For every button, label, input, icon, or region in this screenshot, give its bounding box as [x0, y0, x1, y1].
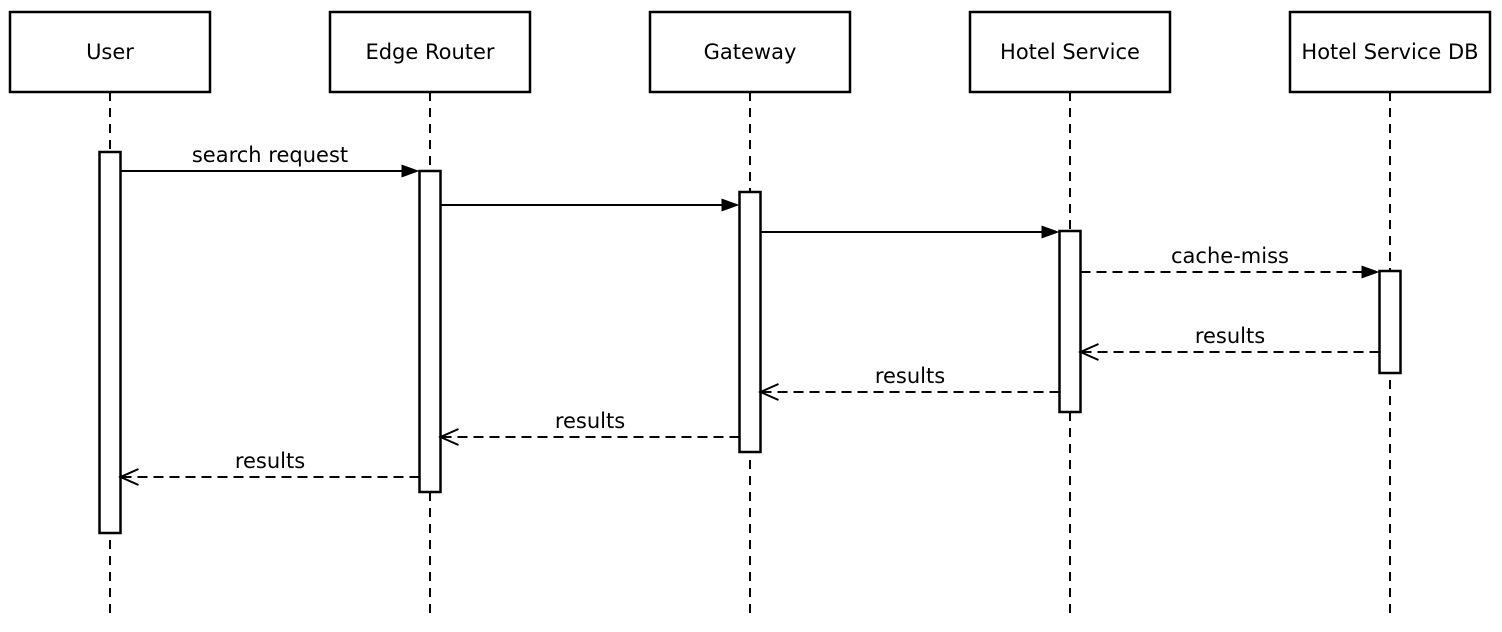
message-results: results [438, 409, 740, 446]
activation-bar-hotel-service-db [1378, 269, 1402, 375]
participant-label: Gateway [704, 40, 797, 64]
participant-user: User [8, 10, 212, 613]
message-label: results [875, 364, 945, 388]
participant-box [1288, 10, 1492, 94]
message-search-request: search request [120, 143, 420, 178]
message-label: results [1195, 324, 1265, 348]
participant-gateway: Gateway [648, 10, 852, 613]
message-label: search request [192, 143, 348, 167]
message-cache-miss: cache-miss [1080, 244, 1380, 279]
participant-label: Hotel Service [1000, 40, 1140, 64]
activation-bar-user [98, 150, 122, 535]
arrowhead-open-icon [758, 383, 779, 401]
arrowhead-filled-icon [401, 164, 420, 178]
message-label: results [235, 449, 305, 473]
message-results: results [1078, 324, 1380, 361]
participant-box [328, 10, 532, 94]
arrowhead-filled-icon [1041, 225, 1060, 239]
arrowhead-filled-icon [721, 198, 740, 212]
message-results: results [118, 449, 420, 486]
arrowhead-open-icon [1078, 343, 1099, 361]
message-results: results [758, 364, 1060, 401]
participant-box [8, 10, 212, 94]
participant-label: Edge Router [365, 40, 494, 64]
message-call-1 [440, 198, 740, 212]
participant-box [648, 10, 852, 94]
arrowhead-filled-icon [1361, 265, 1380, 279]
message-label: cache-miss [1171, 244, 1289, 268]
message-label: results [555, 409, 625, 433]
participant-hotel-service-db: Hotel Service DB [1288, 10, 1492, 613]
activation-bar-edge-router [418, 169, 442, 494]
participant-edge-router: Edge Router [328, 10, 532, 613]
participant-box [968, 10, 1172, 94]
participant-hotel-service: Hotel Service [968, 10, 1172, 613]
participant-label: Hotel Service DB [1301, 40, 1478, 64]
message-call-2 [760, 225, 1060, 239]
activation-bar-hotel-service [1058, 229, 1082, 414]
activation-bar-gateway [738, 190, 762, 454]
participant-label: User [86, 40, 134, 64]
arrowhead-open-icon [438, 428, 459, 446]
arrowhead-open-icon [118, 468, 139, 486]
